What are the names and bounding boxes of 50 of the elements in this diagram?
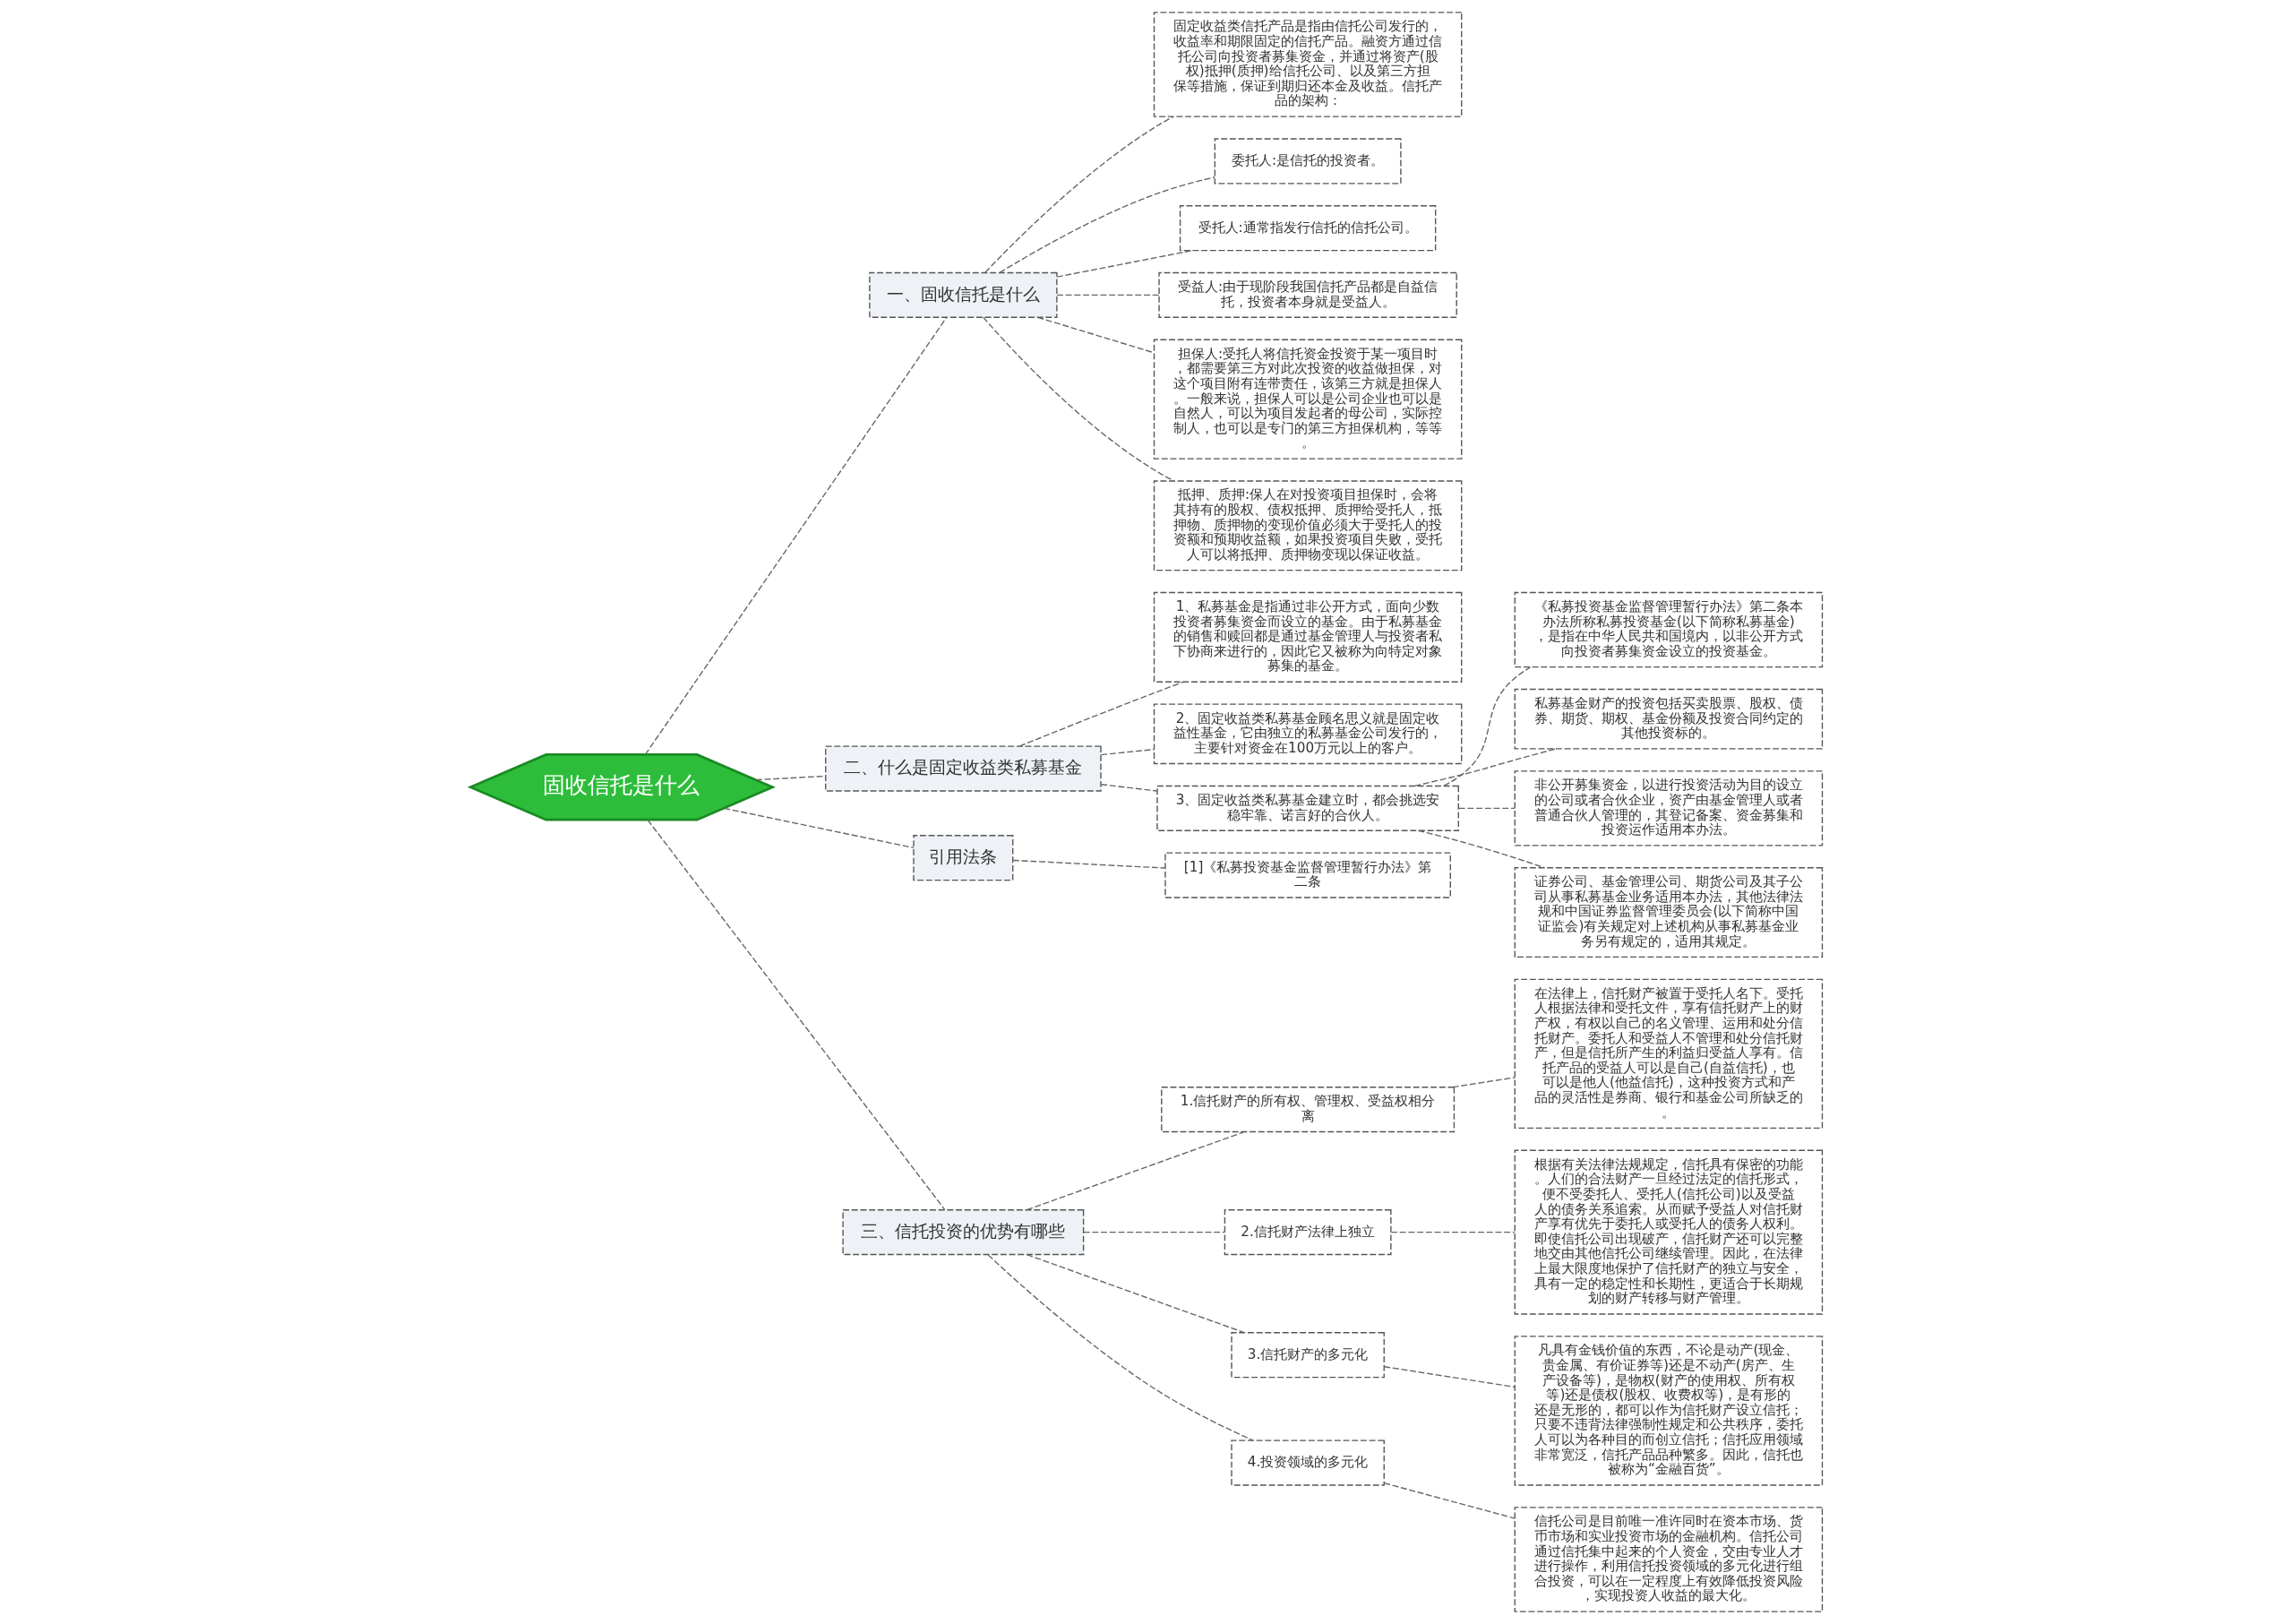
connector <box>1056 294 1160 296</box>
connector <box>644 317 948 756</box>
connector <box>984 116 1174 273</box>
node-box: 4.投资领域的多元化 <box>1231 1439 1385 1486</box>
connector <box>1083 1231 1225 1233</box>
node-box: 3.信托财产的多元化 <box>1231 1332 1385 1379</box>
connector <box>1018 681 1184 747</box>
node-box: 私募基金财产的投资包括买卖股票、股权、债券、期货、期权、基金份额及投资合同约定的其他投资标的。 <box>1514 688 1824 750</box>
node-box: [1]《私募投资基金监督管理暂行办法》第二条 <box>1164 852 1451 898</box>
connector <box>1026 1253 1245 1334</box>
node-box: 2.信托财产法律上独立 <box>1224 1209 1392 1256</box>
node-box: 抵押、质押:保人在对投资项目担保时，会将其持有的股权、债权抵押、质押给受托人，抵押物、质押物的变现价值必须大于受托人的投资额和预期收益额，如果投资项目失败，受托人可以将抵押、质押物变现以保证收益。 <box>1153 480 1463 571</box>
connector <box>1100 748 1155 756</box>
node-box: 非公开募集资金，以进行投资活动为目的设立的公司或者合伙企业，资产由基金管理人或者普通合伙人管理的，其登记备案、资金募集和投资运作适用本办法。 <box>1514 770 1824 846</box>
connector <box>1012 859 1166 869</box>
connector <box>1458 807 1516 810</box>
node-box: 受益人:由于现阶段我国信托产品都是自益信托，投资者本身就是受益人。 <box>1158 271 1457 318</box>
connector <box>1417 829 1546 869</box>
node-box: 信托公司是目前唯一准许同时在资本市场、货币市场和实业投资市场的金融机构。信托公司通过信托集中起来的个人资金，交由专业人才进行操作，利用信托投资领域的多元化进行组合投资，可以在一定程度上有效降低投资风险，实现投资人收益的最大化。 <box>1514 1507 1824 1612</box>
connector <box>1383 1482 1516 1519</box>
connector <box>647 819 946 1210</box>
connector <box>1056 249 1193 278</box>
connector <box>983 316 1175 482</box>
node-box: 一、固收信托是什么 <box>869 271 1058 318</box>
node-box: 《私募投资基金监督管理暂行办法》第二条本办法所称私募投资基金(以下简称私募基金)，是指在中华人民共和国境内，以非公开方式向投资者募集资金设立的投资基金。 <box>1514 591 1824 668</box>
node-box: 1、私募基金是指通过非公开方式，面向少数投资者募集资金而设立的基金。由于私募基金的销售和赎回都是通过基金管理人与投资者私下协商来进行的，因此它又被称为向特定对象募集的基金。 <box>1153 591 1463 683</box>
node-box: 受托人:通常指发行信托的信托公司。 <box>1179 205 1437 252</box>
connector <box>1100 784 1158 792</box>
node-box: 3、固定收益类私募基金建立时，都会挑选安稳牢靠、诺言好的合伙人。 <box>1156 785 1459 831</box>
node-box: 1.信托财产的所有权、管理权、受益权相分离 <box>1161 1087 1456 1133</box>
node-box: 证券公司、基金管理公司、期货公司及其子公司从事私募基金业务适用本办法，其他法律法规和中国证券监督管理委员会(以下简称中国证监会)有关规定对上述机构从事私募基金业务另有规定的，适用其规定。 <box>1514 867 1824 958</box>
node-box: 三、信托投资的优势有哪些 <box>842 1209 1085 1256</box>
node-box: 在法律上，信托财产被置于受托人名下。受托人根据法律和受托文件，享有信托财产上的财产权，有权以自己的名义管理、运用和处分信托财产。委托人和受益人不管理和处分信托财产，但是信托所产生的利益归受益人享有。信托产品的受益人可以是自己(自益信托)，也可以是他人(他益信托)，这种投资方式和产品的灵活性是券商、银行和基金公司所缺乏的。 <box>1514 978 1824 1130</box>
node-box: 根据有关法律法规规定，信托具有保密的功能。人们的合法财产一旦经过法定的信托形式，便不受委托人、受托人(信托公司)以及受益人的债务关系追索。从而赋予受益人对信托财产享有优先于委托人或受托人的债务人权利。即使信托公司出现破产，信托财产还可以完整地交由其他信托公司继续管理。因此，在法律上最大限度地保护了信托财产的独立与安全，具有一定的稳定性和长期性，更适合于长期规划的财产转移与财产管理。 <box>1514 1149 1824 1315</box>
node-box: 凡具有金钱价值的东西，不论是动产(现金、贵金属、有价证券等)还是不动产(房产、生产设备等)，是物权(财产的使用权、所有权等)还是债权(股权、收费权等)，是有形的还是无形的，都可以作为信托财产设立信托；只要不违背法律强制性规定和公共秩序，委托人可以为各种目的而创立信托；信托应用领域非常宽泛，信托产品品种繁多。因此，信托也被称为“金融百货”。 <box>1514 1336 1824 1486</box>
connector <box>1390 1231 1516 1233</box>
node-box: 担保人:受托人将信托资金投资于某一项目时，都需要第三方对此次投资的收益做担保，对这个项目附有连带责任，该第三方就是担保人。一般来说，担保人可以是公司企业也可以是自然人，可以为项目发起者的母公司，实际控制人，也可以是专门的第三方担保机构，等等。 <box>1153 339 1463 460</box>
connector <box>1443 666 1532 786</box>
connector <box>1383 1366 1516 1388</box>
node-box: 委托人:是信托的投资者。 <box>1214 138 1402 185</box>
connector <box>723 807 915 849</box>
node-box: 引用法条 <box>913 835 1014 881</box>
node-box: 二、什么是固定收益类私募基金 <box>825 745 1102 792</box>
node-box: 2、固定收益类私募基金顾名思义就是固定收益性基金，它由独立的私募基金公司发行的，主要针对资金在100万元以上的客户。 <box>1153 703 1463 765</box>
connector <box>987 1254 1254 1441</box>
connector <box>1452 1077 1516 1088</box>
connector <box>1037 316 1155 354</box>
node-box: 固定收益类信托产品是指由信托公司发行的，收益率和期限固定的信托产品。融资方通过信托公司向投资者募集资金，并通过将资产(股权)抵押(质押)给信托公司、以及第三方担保等措施，保证到期归还本金及收益。信托产品的架构： <box>1153 12 1463 117</box>
connector <box>1026 1131 1245 1211</box>
connector <box>999 176 1215 273</box>
